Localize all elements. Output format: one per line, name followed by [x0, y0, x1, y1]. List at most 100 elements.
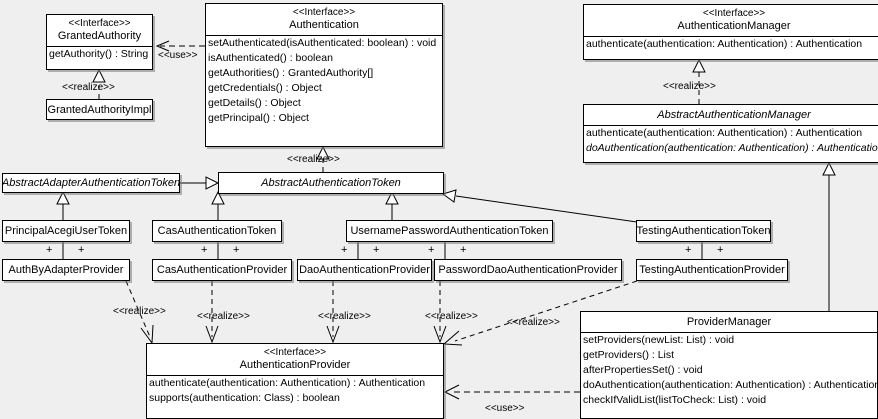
class-name: PrincipalAcegiUserToken — [4, 225, 128, 237]
class-name: Authentication — [289, 19, 359, 31]
association-marker-principal-acegi-left: + — [46, 244, 53, 256]
association-marker-testing-token-left: + — [685, 244, 692, 256]
class-header: CasAuthenticationToken — [153, 221, 281, 241]
class-header: <<Interface>> Authentication — [206, 4, 442, 35]
relationship-label-realize-abstract-authentication-manager: <<realize>> — [663, 81, 716, 92]
class-name: AuthenticationProvider — [239, 359, 351, 371]
class-box-abstract-adapter-authentication-token[interactable]: AbstractAdapterAuthenticationToken — [2, 173, 180, 193]
operations-compartment: authenticate(authentication: Authenticat… — [147, 376, 443, 406]
operations-compartment: getAuthority() : String — [47, 47, 152, 62]
class-box-granted-authority-impl[interactable]: GrantedAuthorityImpl — [46, 99, 153, 120]
operation: setProviders(newList: List) : void — [583, 334, 735, 346]
class-name: TestingAuthenticationToken — [636, 225, 771, 237]
class-header: <<Interface>> AuthenticationManager — [584, 5, 878, 36]
class-header: DaoAuthenticationProvider — [298, 260, 431, 280]
class-box-provider-manager[interactable]: ProviderManager setProviders(newList: Li… — [580, 311, 878, 419]
class-header: CasAuthenticationProvider — [153, 260, 291, 280]
association-marker-cas-token-right: + — [233, 244, 240, 256]
class-name: AuthByAdapterProvider — [8, 264, 124, 276]
class-name: GrantedAuthority — [57, 30, 142, 42]
class-box-abstract-authentication-token[interactable]: AbstractAuthenticationToken — [218, 172, 444, 194]
compartment-divider — [147, 375, 443, 376]
class-box-authentication[interactable]: <<Interface>> Authentication setAuthenti… — [205, 3, 443, 147]
class-name: AuthenticationManager — [677, 20, 791, 32]
class-name: ProviderManager — [686, 316, 772, 328]
operation: setAuthenticated(isAuthenticated: boolea… — [208, 37, 437, 49]
compartment-divider — [206, 35, 442, 36]
operation: afterPropertiesSet() : void — [583, 364, 703, 376]
operation: doAuthentication(authentication: Authent… — [583, 379, 878, 391]
class-header: PrincipalAcegiUserToken — [3, 221, 129, 241]
operation: getAuthorities() : GrantedAuthority[] — [208, 67, 374, 79]
association-marker-username-password-4: + — [460, 244, 467, 256]
class-name: GrantedAuthorityImpl — [47, 103, 152, 116]
operations-compartment: setProviders(newList: List) : void getPr… — [581, 333, 877, 408]
class-header: UsernamePasswordAuthenticationToken — [347, 221, 552, 241]
relationship-label-realize-password-dao-provider: <<realize>> — [425, 311, 478, 322]
class-header: AbstractAuthenticationToken — [219, 173, 443, 193]
class-name: PasswordDaoAuthenticationProvider — [438, 264, 618, 276]
operation: isAuthenticated() : boolean — [208, 52, 333, 64]
operations-compartment: authenticate(authentication: Authenticat… — [584, 37, 878, 52]
class-header: <<Interface>> AuthenticationProvider — [147, 344, 443, 375]
class-box-testing-authentication-token[interactable]: TestingAuthenticationToken — [636, 220, 771, 242]
class-box-testing-authentication-provider[interactable]: TestingAuthenticationProvider — [636, 259, 788, 281]
relationship-label-realize-granted-authority-impl: <<realize>> — [62, 82, 115, 93]
class-header: ProviderManager — [581, 312, 877, 332]
operation: authenticate(authentication: Authenticat… — [586, 127, 863, 139]
operation: getPrincipal() : Object — [208, 112, 309, 124]
operation: authenticate(authentication: Authenticat… — [586, 38, 863, 50]
operation: getProviders() : List — [583, 349, 675, 361]
operation: getDetails() : Object — [208, 97, 301, 109]
class-name: DaoAuthenticationProvider — [299, 264, 430, 276]
relationship-label-realize-testing-provider: <<realize>> — [507, 317, 560, 328]
stereotype-label: <<Interface>> — [702, 8, 766, 19]
class-box-cas-authentication-provider[interactable]: CasAuthenticationProvider — [152, 259, 292, 281]
class-name: CasAuthenticationProvider — [156, 264, 288, 276]
relationship-label-use-provider-manager: <<use>> — [485, 403, 525, 414]
class-header: TestingAuthenticationProvider — [637, 260, 787, 280]
class-header: PasswordDaoAuthenticationProvider — [435, 260, 621, 280]
stereotype-label: <<Interface>> — [263, 347, 327, 358]
class-header: AuthByAdapterProvider — [3, 260, 129, 280]
association-marker-username-password-1: + — [341, 244, 348, 256]
class-name: UsernamePasswordAuthenticationToken — [350, 225, 549, 237]
association-marker-username-password-3: + — [428, 244, 435, 256]
class-header: AbstractAuthenticationManager — [584, 105, 878, 125]
relationship-label-realize-auth-by-adapter: <<realize>> — [113, 306, 166, 317]
class-box-abstract-authentication-manager[interactable]: AbstractAuthenticationManager authentica… — [583, 104, 878, 163]
class-box-cas-authentication-token[interactable]: CasAuthenticationToken — [152, 220, 282, 242]
class-box-principal-acegi-user-token[interactable]: PrincipalAcegiUserToken — [2, 220, 130, 242]
class-header: GrantedAuthorityImpl — [47, 100, 152, 119]
association-marker-testing-token-right: + — [717, 244, 724, 256]
class-box-username-password-authentication-token[interactable]: UsernamePasswordAuthenticationToken — [346, 220, 553, 242]
class-box-granted-authority[interactable]: <<Interface>> GrantedAuthority getAuthor… — [46, 14, 153, 70]
class-box-password-dao-authentication-provider[interactable]: PasswordDaoAuthenticationProvider — [434, 259, 622, 281]
class-header: AbstractAdapterAuthenticationToken — [3, 174, 179, 192]
association-marker-username-password-2: + — [373, 244, 380, 256]
operation: checkIfValidList(listToCheck: List) : vo… — [583, 394, 767, 406]
stereotype-label: <<Interface>> — [68, 18, 131, 29]
class-box-auth-by-adapter-provider[interactable]: AuthByAdapterProvider — [2, 259, 130, 281]
relationship-label-realize-abstract-authentication-token: <<realize>> — [287, 154, 340, 165]
operation: authenticate(authentication: Authenticat… — [149, 377, 426, 389]
operation: supports(authentication: Class) : boolea… — [149, 392, 340, 404]
relationship-label-use-granted-authority: <<use>> — [158, 50, 198, 61]
compartment-divider — [47, 46, 152, 47]
class-box-dao-authentication-provider[interactable]: DaoAuthenticationProvider — [297, 259, 432, 281]
association-marker-cas-token-left: + — [201, 244, 208, 256]
class-name: AbstractAuthenticationToken — [261, 177, 401, 189]
class-header: TestingAuthenticationToken — [637, 221, 770, 241]
association-marker-principal-acegi-right: + — [78, 244, 85, 256]
compartment-divider — [584, 36, 878, 37]
operation: getCredentials() : Object — [208, 82, 322, 94]
stereotype-label: <<Interface>> — [292, 7, 356, 18]
class-box-authentication-manager[interactable]: <<Interface>> AuthenticationManager auth… — [583, 4, 878, 60]
class-box-authentication-provider[interactable]: <<Interface>> AuthenticationProvider aut… — [146, 343, 444, 419]
relationship-label-realize-cas-provider: <<realize>> — [197, 311, 250, 322]
compartment-divider — [584, 125, 878, 126]
operation: getAuthority() : String — [49, 48, 149, 60]
class-name: AbstractAuthenticationManager — [657, 109, 811, 121]
relationship-label-realize-dao-provider: <<realize>> — [318, 311, 371, 322]
